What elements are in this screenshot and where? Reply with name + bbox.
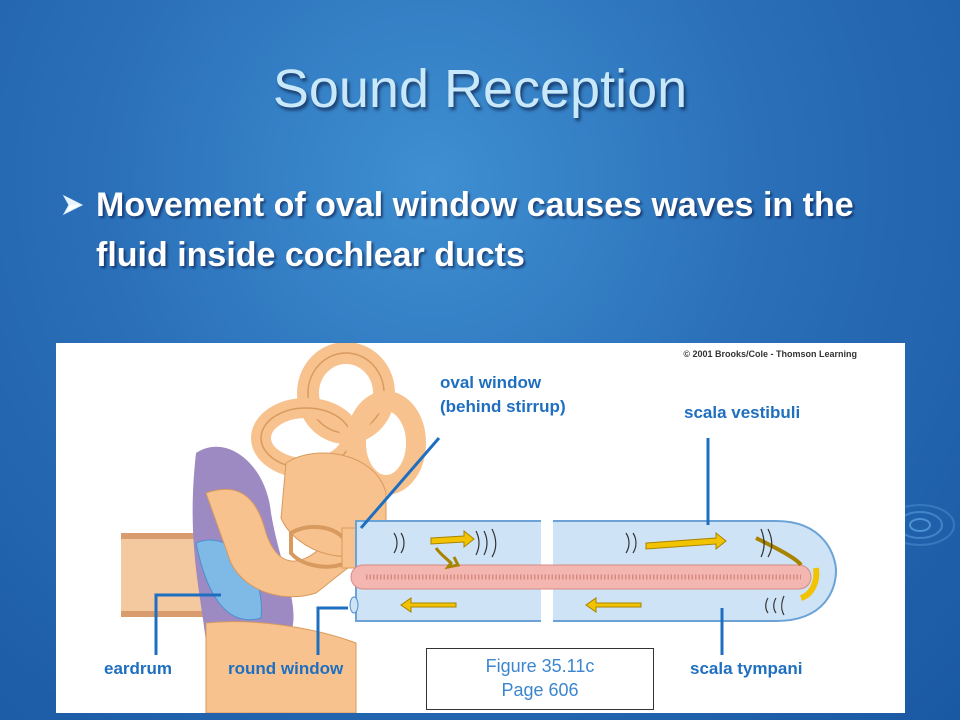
scala-vestibuli-label: scala vestibuli [684,403,801,422]
slide-title: Sound Reception [272,59,688,119]
figure-caption-number: Figure 35.11c [485,656,595,676]
cochlea-figure: © 2001 Brooks/Cole - Thomson Learning ov… [56,343,905,713]
round-window-shape [349,596,359,614]
scala-tympani-label: scala tympani [690,659,803,678]
oval-window-pointer [359,437,441,529]
oval-window-label-line2: (behind stirrup) [440,397,566,416]
figure-caption-box: Figure 35.11c Page 606 [426,648,654,710]
round-window-label: round window [228,659,344,678]
eardrum-pointer [154,593,221,655]
figure-caption-page: Page 606 [501,680,579,700]
round-window-pointer [316,606,348,655]
copyright-notice: © 2001 Brooks/Cole - Thomson Learning [683,349,857,359]
oval-window-label: oval window (behind stirrup) [440,371,566,419]
arrow-bullet-icon [62,194,84,216]
eardrum-label: eardrum [104,659,173,678]
bullet-text: Movement of oval window causes waves in … [96,186,854,274]
oval-window-label-line1: oval window [440,373,542,392]
cochlea-illustration [121,343,838,713]
